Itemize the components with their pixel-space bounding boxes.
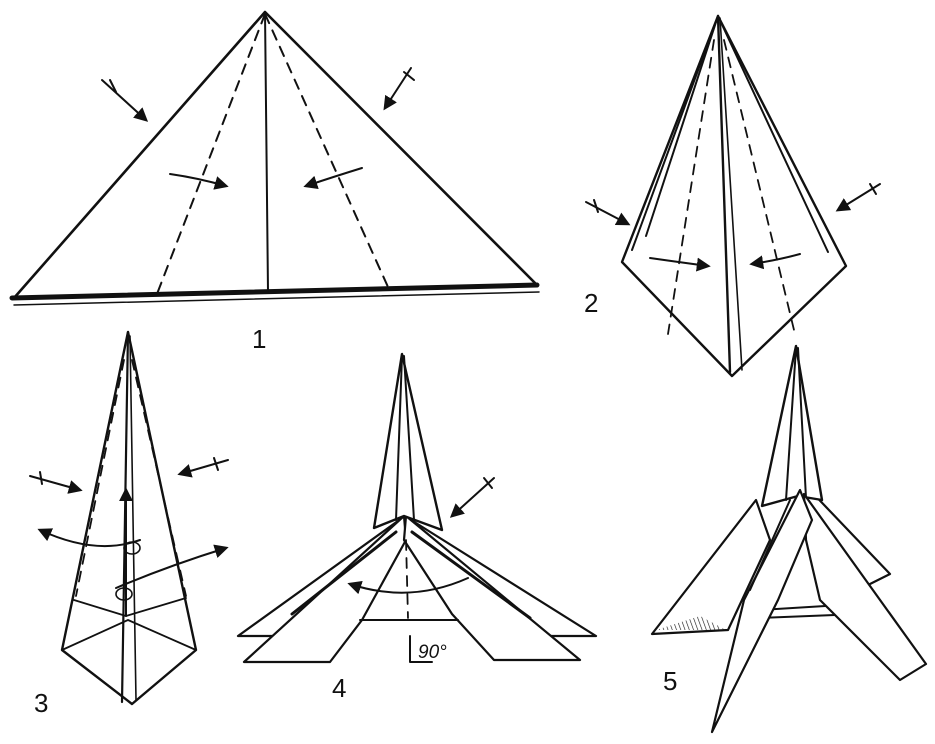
step-3-pointer-arrow-left-icon [30, 476, 80, 490]
step-5-nose-cone [762, 346, 822, 506]
step-5-figure [652, 346, 926, 732]
step-4-fin-front-right [404, 516, 580, 660]
step-1-fold-line-right [265, 14, 388, 287]
step-3-outline [62, 332, 196, 704]
step-2-figure [586, 16, 880, 376]
step-4-nose-cone [374, 354, 442, 530]
step-1-fold-arrow-right-icon [306, 168, 362, 186]
step-2-kite-outline [622, 16, 846, 376]
step-1-pointer-arrow-left-icon [102, 80, 146, 120]
step-5-fin-front-right [804, 494, 926, 680]
step-1-center-crease [265, 12, 268, 292]
step-2-pointer-arrow-left-icon [586, 202, 628, 224]
step-4-angle-label: 90° [418, 642, 447, 663]
step-2-number: 2 [584, 288, 598, 318]
step-3-pointer-arrow-right-icon [180, 460, 228, 474]
step-1-base-edge [12, 285, 537, 298]
step-3-figure [30, 332, 228, 704]
step-3-number: 3 [34, 688, 48, 718]
step-1-figure [12, 12, 539, 305]
step-4-number: 4 [332, 673, 346, 703]
step-5-number: 5 [663, 666, 677, 696]
step-3-pointer-tick-left [40, 472, 42, 484]
step-4-figure: 90° [238, 354, 596, 663]
step-1-triangle-outline [14, 12, 537, 298]
step-1-number: 1 [252, 324, 266, 354]
step-1-fold-line-left [157, 14, 265, 294]
step-4-fold-line [406, 540, 408, 618]
step-1-fold-arrow-left-icon [170, 174, 226, 186]
step-2-pointer-arrow-right-icon [838, 184, 880, 210]
